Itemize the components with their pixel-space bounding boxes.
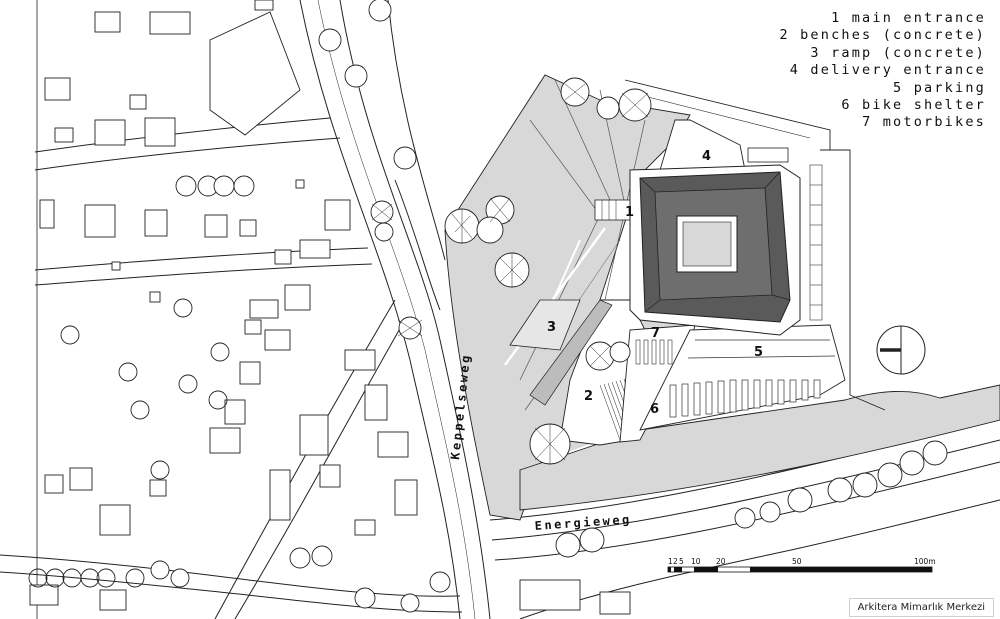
- legend: 1 main entrance 2 benches (concrete) 3 r…: [779, 10, 986, 132]
- tree-hatching: [371, 83, 649, 464]
- street-energieweg: Energieweg: [534, 512, 632, 533]
- label-ramp: 3: [547, 320, 556, 335]
- scale-label-2: 2: [673, 557, 678, 566]
- label-main-entrance: 1: [625, 205, 634, 220]
- scale-label-100m: 100m: [914, 557, 936, 566]
- surrounding-buildings: [29, 0, 631, 615]
- north-arrow: [876, 325, 926, 375]
- label-delivery-entrance: 4: [702, 149, 711, 164]
- scale-label-1: 1: [668, 557, 673, 566]
- scale-label-5: 5: [679, 557, 684, 566]
- label-parking: 5: [754, 345, 763, 360]
- label-motorbikes: 7: [651, 326, 660, 341]
- legend-item-ramp: 3 ramp (concrete): [810, 44, 986, 61]
- delivery-area: [594, 119, 789, 221]
- scale-label-20: 20: [716, 557, 726, 566]
- legend-item-benches: 2 benches (concrete): [779, 27, 986, 44]
- legend-item-bike-shelter: 6 bike shelter: [841, 97, 986, 114]
- ramp-area: [509, 299, 581, 351]
- scale-label-50: 50: [792, 557, 802, 566]
- scale-label-10: 10: [691, 557, 701, 566]
- legend-item-motorbikes: 7 motorbikes: [862, 114, 986, 131]
- watermark: Arkitera Mimarlık Merkezi: [848, 598, 994, 617]
- scale-bar: 1 2 5 10 20 50 100m: [667, 557, 936, 573]
- parking-zone: [619, 164, 846, 443]
- legend-item-delivery-entrance: 4 delivery entrance: [789, 62, 986, 79]
- main-building: [629, 164, 801, 336]
- label-bike-shelter: 6: [650, 402, 659, 417]
- label-benches: 2: [584, 389, 593, 404]
- legend-item-main-entrance: 1 main entrance: [831, 10, 986, 26]
- legend-item-parking: 5 parking: [893, 79, 986, 96]
- tree-circles-open: [28, 298, 230, 588]
